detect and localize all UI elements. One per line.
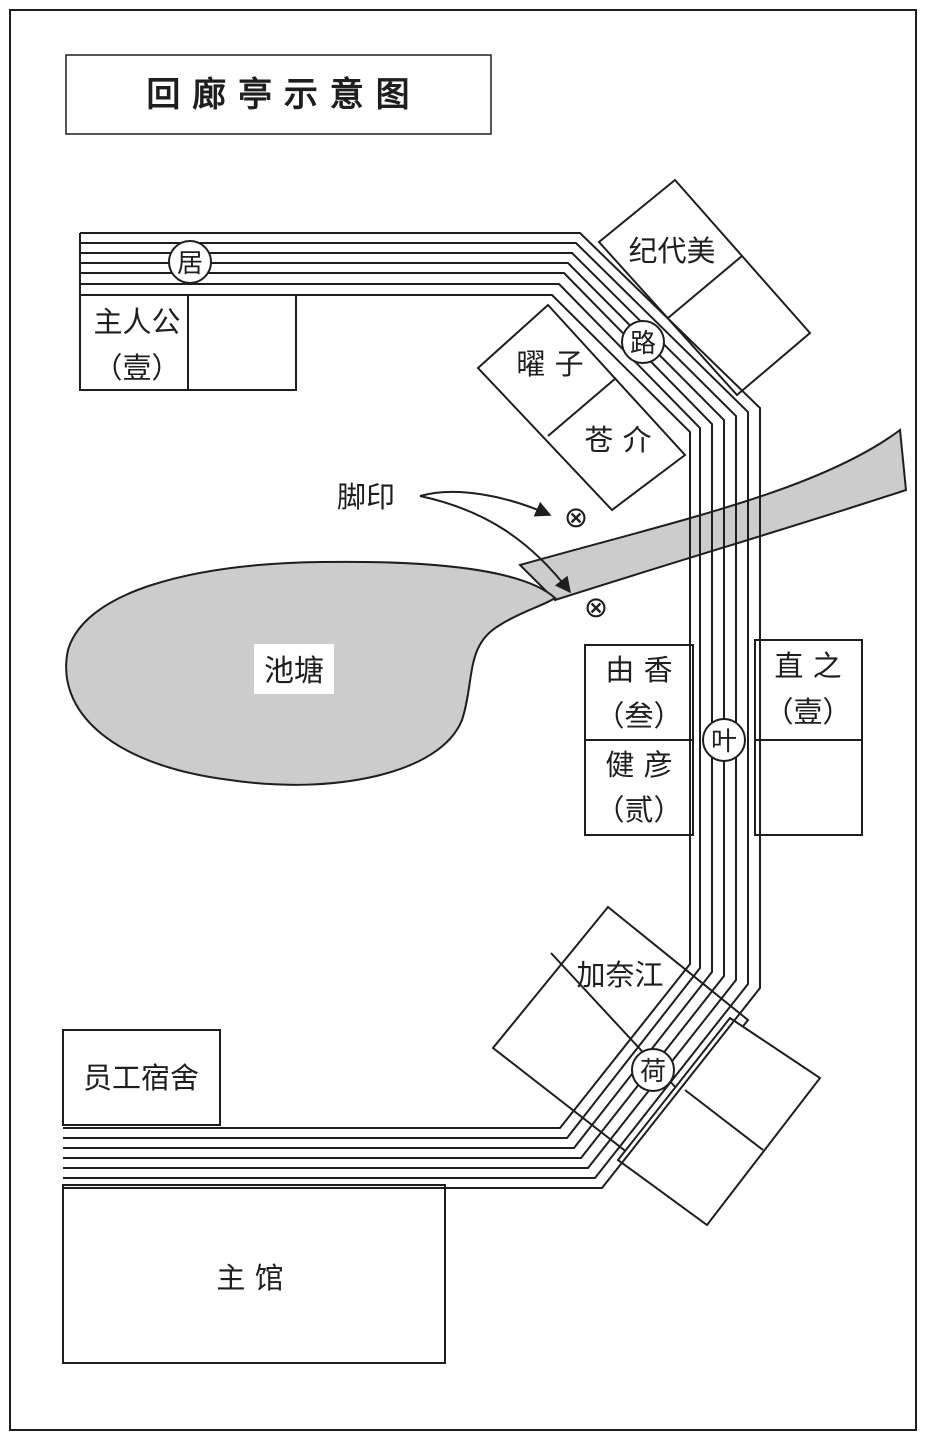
- marker-ye: 叶: [702, 718, 746, 762]
- pond-label-bg: [254, 644, 334, 694]
- corridor: [63, 232, 761, 1189]
- room-jianyan-name: 健 彦: [605, 748, 672, 782]
- marker-he-label: 荷: [640, 1057, 666, 1087]
- room-south-block: [616, 1016, 822, 1227]
- room-zhizhi-num: （壹）: [764, 695, 851, 729]
- room-zhizhi-block: 直 之 （壹）: [754, 639, 863, 836]
- room-zhurengong: 主人公 （壹）: [79, 294, 297, 391]
- title-box: 回 廊 亭 示 意 图: [65, 54, 492, 135]
- map-title: 回 廊 亭 示 意 图: [146, 75, 409, 115]
- marker-ju: 居: [168, 240, 212, 284]
- room-youxiang-num: （叁）: [595, 699, 682, 733]
- footprint-label: 脚印: [337, 480, 395, 514]
- pond-label: 池塘: [264, 654, 324, 689]
- footprint-mark-1: ⊗: [564, 500, 588, 534]
- marker-he: 荷: [631, 1048, 675, 1092]
- room-cangjie: 苍 介: [584, 423, 651, 457]
- room-yaozi: 曜 子: [516, 347, 583, 381]
- marker-lu: 路: [621, 320, 665, 364]
- room-jidaimei-block: 纪代美: [597, 178, 812, 397]
- room-zhuguan-name: 主 馆: [216, 1261, 283, 1295]
- room-jianaijiang: 加奈江: [576, 958, 663, 992]
- footprint-mark-2: ⊗: [584, 590, 608, 624]
- marker-ye-label: 叶: [711, 727, 737, 757]
- room-jidaimei: 纪代美: [628, 234, 715, 268]
- room-zhurengong-num: （壹）: [93, 351, 180, 385]
- footprint-arrow-1: [419, 490, 552, 517]
- marker-ju-label: 居: [177, 249, 203, 279]
- footprint-arrow-2: [419, 495, 571, 594]
- marker-lu-label: 路: [630, 329, 656, 359]
- room-yuangong: 员工宿舍: [62, 1029, 221, 1126]
- room-yaozi-block: 曜 子 苍 介: [476, 303, 687, 512]
- room-jianyan-num: （贰）: [595, 793, 682, 827]
- room-zhurengong-name: 主人公: [93, 305, 180, 339]
- room-yuangong-name: 员工宿舍: [83, 1061, 199, 1095]
- room-zhizhi-name: 直 之: [774, 649, 841, 683]
- room-zhuguan: 主 馆: [62, 1184, 446, 1364]
- room-youxiang-name: 由 香: [605, 653, 672, 687]
- room-youxiang-block: 由 香 （叁） 健 彦 （贰）: [584, 644, 694, 836]
